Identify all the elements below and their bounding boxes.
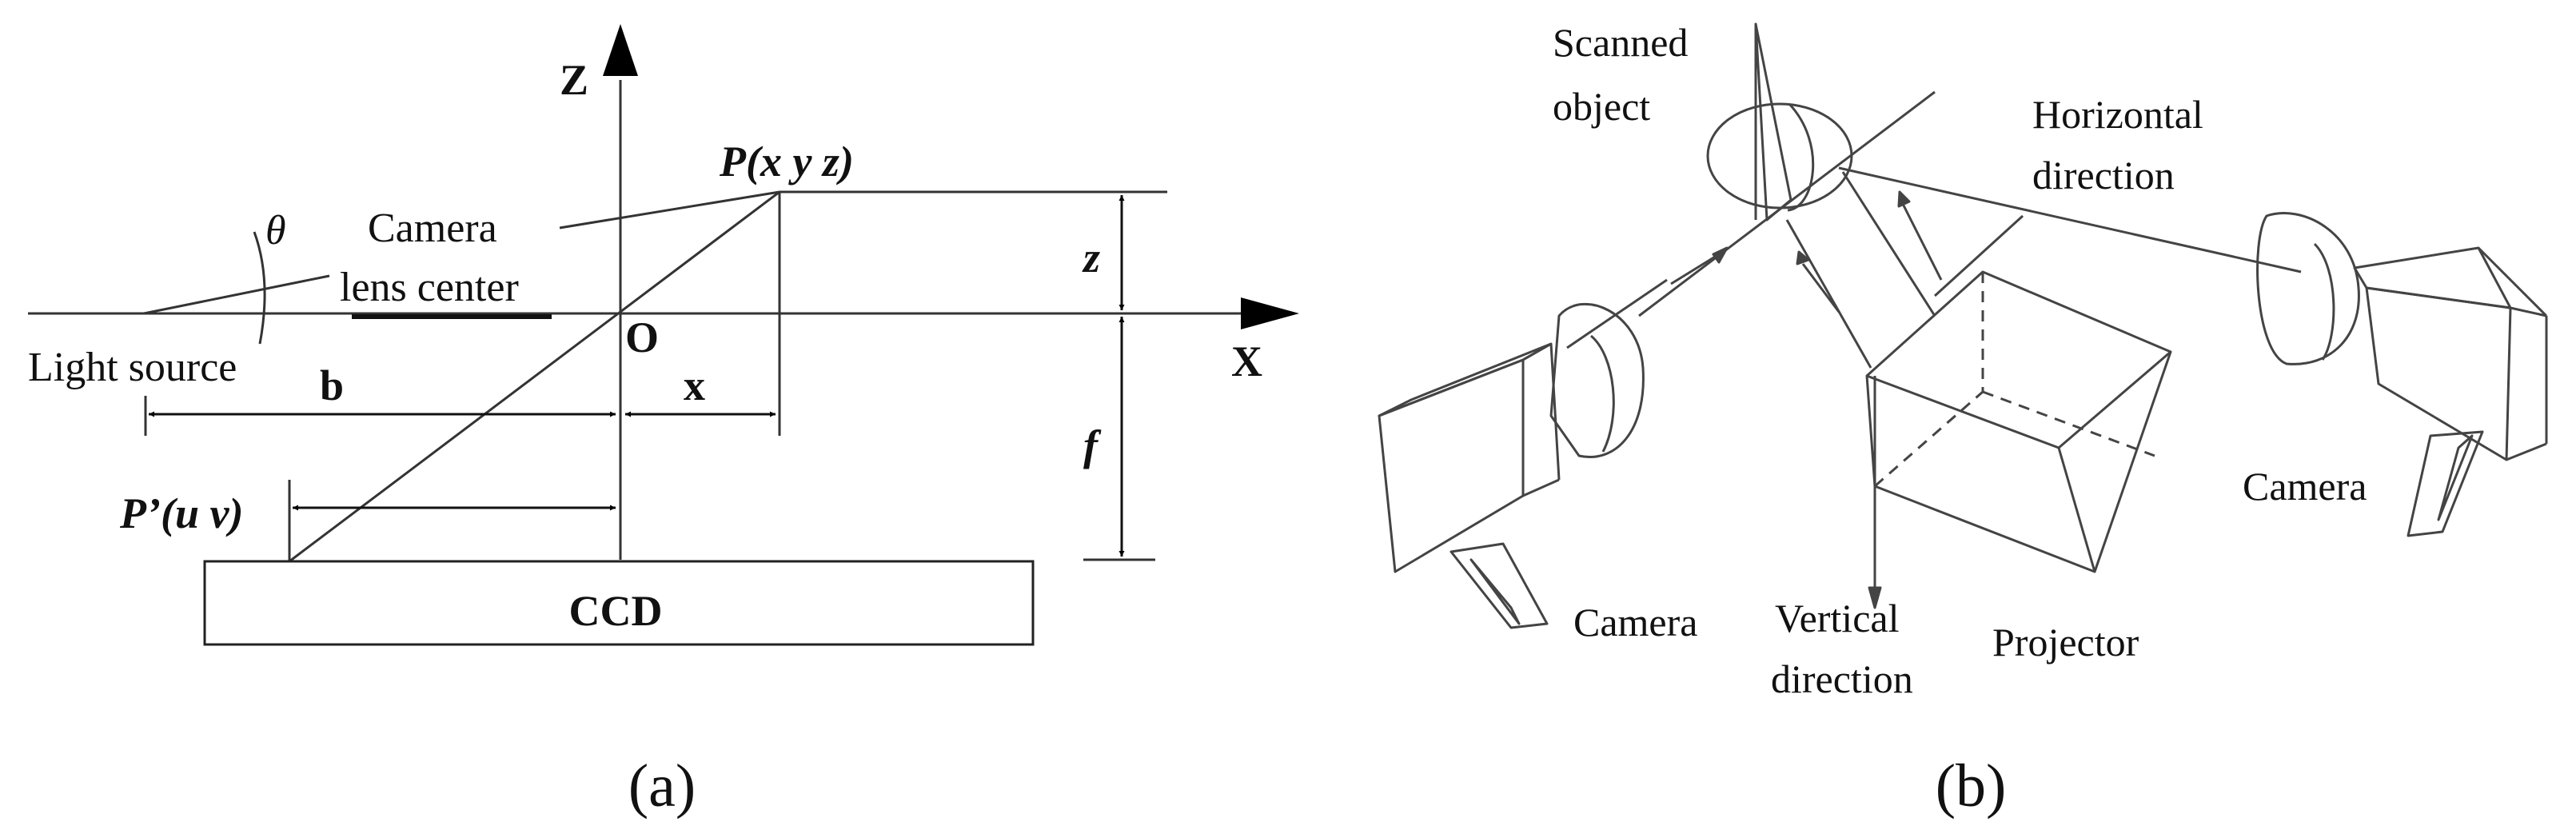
right-camera-body-edge-3	[2506, 442, 2547, 461]
light-source-ray	[143, 274, 330, 315]
left-camera-body-front	[1378, 358, 1525, 573]
panel-a-diagram	[28, 24, 1299, 646]
projector-box-edge-3	[2057, 447, 2096, 573]
horizontal-direction-label-line1: Horizontal	[2032, 92, 2203, 137]
left-camera-body-edge-2	[1549, 343, 1561, 481]
vertical-direction-label-line2: direction	[1771, 656, 1913, 701]
right-up-arrowhead	[1897, 190, 1911, 208]
left-camera	[1378, 278, 1668, 629]
projector-box-edge-1	[1866, 374, 2060, 449]
left-camera-ray	[1566, 278, 1668, 349]
ccd-sensor	[203, 560, 1035, 646]
caption-a: (a)	[628, 752, 696, 820]
dim-b-label: b	[320, 361, 344, 409]
left-camera-lens-inner	[1590, 334, 1615, 453]
vertical-direction-label-line1: Vertical	[1775, 596, 1899, 640]
right-camera-handle-inner	[2437, 434, 2474, 521]
right-camera-lens	[2256, 212, 2360, 365]
scanned-object-label-line1: Scanned	[1553, 20, 1688, 65]
left-camera-body-side	[1378, 342, 1553, 417]
origin-label: O	[625, 313, 659, 361]
right-camera	[2256, 212, 2548, 537]
projector-box-front	[1865, 270, 2172, 573]
mid-up-arrowhead	[1796, 250, 1810, 265]
camera-lens-label-line2: lens center	[340, 265, 519, 310]
right-up-arrow-line	[1901, 203, 1943, 281]
x-axis-arrowhead	[1241, 297, 1299, 329]
laser-plane	[1754, 22, 1792, 221]
right-camera-ray	[1838, 166, 2302, 273]
scanned-object-label-line2: object	[1553, 84, 1650, 129]
object-curve	[1787, 102, 1815, 212]
scanned-object	[1706, 102, 1853, 210]
right-camera-body-edge-4	[2510, 306, 2547, 317]
camera-lens-label-line1: Camera	[368, 206, 497, 251]
left-small-arrowhead	[1712, 246, 1729, 264]
vertical-direction-arrowhead	[1868, 586, 1882, 609]
left-camera-lens	[1549, 302, 1645, 458]
ccd-label: CCD	[569, 587, 663, 635]
projector-label: Projector	[1992, 620, 2139, 664]
camera-label-pointer	[559, 190, 780, 229]
horizontal-direction-label-line2: direction	[2032, 153, 2175, 198]
mid-up-arrow-line	[1801, 263, 1840, 313]
dim-z-label: z	[1082, 233, 1100, 281]
light-source-label: Light source	[28, 345, 237, 390]
projector-box-hidden-3	[1874, 390, 1984, 488]
right-camera-lens-inner	[2313, 242, 2335, 361]
theta-label: θ	[265, 208, 286, 253]
x-axis-label: X	[1231, 337, 1262, 385]
z-axis-label: Z	[560, 56, 588, 104]
left-camera-handle	[1449, 542, 1549, 629]
left-camera-handle-inner	[1469, 558, 1521, 625]
dim-f-label: f	[1083, 421, 1102, 469]
z-axis-arrowhead	[603, 24, 638, 76]
point-p-prime-label: P’(u v)	[119, 489, 243, 537]
panel-b-diagram	[1378, 22, 2548, 629]
right-camera-body-edge	[2477, 246, 2548, 317]
left-camera-label: Camera	[1573, 600, 1697, 644]
projector-box-edge-2	[2058, 350, 2171, 449]
projector-box-hidden-2	[1982, 390, 2155, 457]
right-camera-label: Camera	[2243, 464, 2367, 509]
projection-ray	[289, 190, 780, 563]
right-camera-handle	[2407, 430, 2484, 537]
left-small-arrow	[1670, 253, 1720, 285]
projector-ray-1	[1785, 219, 1872, 369]
left-camera-body-edge-3	[1522, 478, 1560, 497]
left-camera-body-edge	[1522, 342, 1552, 361]
point-p-label: P(x y z)	[719, 138, 854, 186]
projector-ray-2	[1841, 171, 1936, 317]
dim-x-label: x	[684, 361, 705, 409]
caption-b: (b)	[1936, 752, 2007, 820]
horizontal-direction-line	[1933, 214, 2024, 297]
theta-arc	[253, 231, 266, 345]
